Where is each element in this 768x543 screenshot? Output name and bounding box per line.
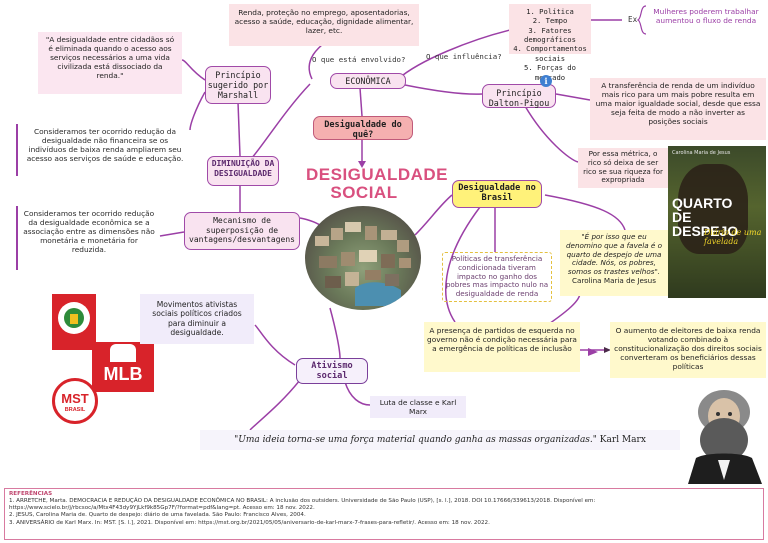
reference-line: 1. ARRETCHE, Marta. DEMOCRACIA E REDUÇÃO… (9, 498, 596, 505)
node-marshall[interactable]: Princípio sugerido por Marshall (205, 66, 271, 104)
book-portrait (678, 164, 748, 254)
node-brasil[interactable]: Desigualdade no Brasil (452, 180, 542, 208)
quarto-quote-author: Carolina Maria de Jesus (572, 275, 656, 285)
references-heading: REFERÊNCIAS (9, 491, 53, 497)
node-economica[interactable]: ECONÔMICA (330, 73, 406, 89)
node-ativismo[interactable]: Ativismo social (296, 358, 368, 384)
edge-ativismo-movimentos (254, 324, 296, 366)
logo-mst-sub: BRASIL (64, 407, 86, 413)
node-diminuicao[interactable]: DIMINUIÇÃO DA DESIGUALDADE (207, 156, 279, 186)
node-question[interactable]: Desigualdade do quê? (313, 116, 413, 140)
fator-item: 4. Comportamentos sociais (513, 44, 587, 63)
info-icon[interactable]: i (540, 75, 552, 87)
movimentos-box: Movimentos ativistas sociais políticos c… (140, 294, 254, 344)
reference-line: 3. ANIVERSÁRIO de Karl Marx. In: MST. [S… (9, 519, 490, 526)
favela-illustration (305, 206, 421, 310)
center-title-line1: DESIGUALDADE (306, 165, 449, 184)
center-title: DESIGUALDADE SOCIAL (306, 165, 449, 202)
fatores-list: 1. Política 2. Tempo 3. Fatores demográf… (509, 4, 591, 82)
presenca-box: A presença de partidos de esquerda no go… (424, 322, 580, 372)
reference-line: 2. JESUS, Carolina Maria de. Quarto de d… (9, 512, 306, 519)
reference-line[interactable]: https://www.scielo.br/j/rbcsoc/a/Mtx4F43… (9, 505, 315, 512)
edge-label-ex: Ex (628, 15, 638, 24)
quarto-quote-text: "É por isso que eu denomino que a favela… (565, 232, 663, 277)
logo-mlb: MLB (92, 342, 154, 392)
edge-economica-dalton (404, 84, 483, 95)
quarto-quote: "É por isso que eu denomino que a favela… (560, 230, 668, 296)
node-mecanismo[interactable]: Mecanismo de superposição de vantagens/d… (184, 212, 300, 250)
edge-dalton-metrica (524, 105, 579, 163)
book-title: QUARTO DE DESPEJO (672, 195, 739, 239)
luta-box: Luta de classe e Karl Marx (370, 396, 466, 418)
book-cover: Carolina Maria de Jesus QUARTO DE DESPEJ… (668, 146, 766, 298)
edge-marshall-diminuicao (237, 101, 241, 157)
fator-item: 2. Tempo (532, 16, 568, 26)
politicas-box: Políticas de transferência condicionada … (442, 252, 552, 302)
mulheres-box: Mulheres poderem trabalhar aumentou o fl… (653, 7, 759, 26)
transferencia-box: A transferência de renda de um indivíduo… (590, 78, 766, 140)
marshall-quote: "A desigualdade entre cidadãos só é elim… (38, 32, 182, 94)
fator-item: 3. Fatores demográficos (524, 25, 576, 45)
aumento-box: O aumento de eleitores de baixa renda vo… (610, 322, 766, 378)
logo-mlb-text: MLB (103, 364, 143, 384)
fator-item: 1. Política (526, 7, 574, 16)
book-subtitle: Diário de uma favelada (704, 228, 762, 246)
edge-economica-question (359, 87, 363, 117)
book-author: Carolina Maria de Jesus (672, 150, 731, 156)
edge-label-influencia: O que influência? (426, 52, 502, 61)
edge-economica-fatores (397, 29, 511, 80)
logo-mst-circle: MST BRASIL (52, 378, 98, 424)
metrica-box: Por essa métrica, o rico só deixa de ser… (578, 148, 668, 188)
edge-brasil-quote (544, 194, 626, 231)
center-title-line2: SOCIAL (330, 182, 398, 202)
edge-center-ativismo (329, 307, 341, 359)
marx-quote: "Uma ideia torna-se uma força material q… (200, 430, 680, 450)
marx-quote-text: "Uma ideia torna-se uma força material q… (234, 435, 597, 445)
edge-dalton-transferencia (555, 93, 591, 101)
edge-ativismo-quote (249, 379, 301, 431)
edge-marshall-consideramos (189, 91, 206, 131)
marx-portrait (680, 382, 764, 484)
consideramos-1: Consideramos ter ocorrido redução da des… (16, 124, 192, 176)
logo-mst-flag (52, 294, 96, 350)
edge-marshall-quote (181, 59, 206, 81)
logo-mst-text: MST (61, 391, 89, 406)
edge-label-envolvido: O que está envolvido? (312, 55, 406, 64)
node-dalton-pigou[interactable]: Princípio Dalton-Pigou (482, 84, 556, 108)
edge-brasil-presenca (445, 206, 481, 323)
edge-center-brasil (414, 194, 453, 236)
marx-quote-author: Karl Marx (596, 435, 646, 445)
renda-box: Renda, proteção no emprego, aposentadori… (229, 4, 419, 46)
references: REFERÊNCIAS 1. ARRETCHE, Marta. DEMOCRAC… (4, 488, 764, 540)
edge-mecanismo-consideramos (159, 231, 185, 237)
edge-ativismo-luta (344, 381, 371, 406)
consideramos-2: Consideramos ter ocorrido redução da des… (16, 206, 160, 270)
